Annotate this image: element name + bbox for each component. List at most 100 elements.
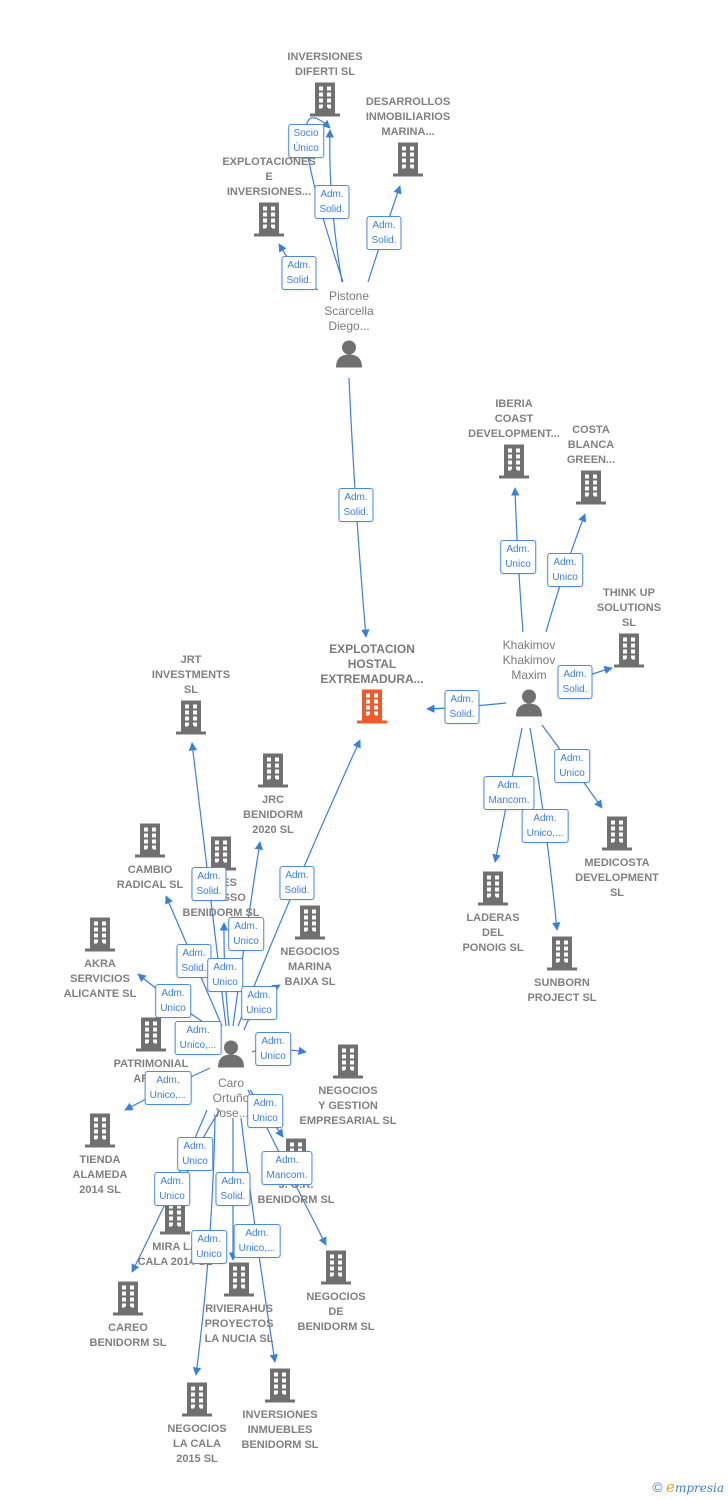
- node-label-line: CAREO: [108, 1322, 148, 1334]
- edge-role-label[interactable]: Adm.Mancom.: [261, 1151, 313, 1185]
- edge-role-label[interactable]: Adm.Solid.: [444, 690, 480, 724]
- edge-role-label[interactable]: Adm.Solid.: [191, 867, 227, 901]
- edge-role-label[interactable]: Adm.Unico: [228, 917, 264, 951]
- edge-role-label[interactable]: Adm.Unico,...: [144, 1071, 192, 1105]
- company-building-icon[interactable]: [602, 816, 632, 856]
- company-building-icon[interactable]: [547, 936, 577, 976]
- edge-role-label[interactable]: Adm.Unico: [207, 958, 243, 992]
- edge-role-label[interactable]: Adm.Unico: [547, 553, 583, 587]
- node-label-line: Caro: [217, 1076, 244, 1090]
- company-building-icon[interactable]: [113, 1281, 143, 1321]
- company-building-icon[interactable]: [478, 871, 508, 911]
- edge-role-text: Unico,...: [149, 1090, 187, 1101]
- company-building-icon[interactable]: [254, 202, 284, 242]
- node-label-line: INMUEBLES: [247, 1424, 313, 1436]
- edge-role-text: Unico: [159, 1191, 185, 1202]
- edge-role-label[interactable]: Adm.Solid.: [281, 256, 317, 290]
- company-building-icon[interactable]: [224, 1262, 254, 1302]
- edge-role-label[interactable]: Adm.Solid.: [557, 665, 593, 699]
- person-icon[interactable]: [334, 340, 364, 373]
- company-building-icon[interactable]: [499, 444, 529, 484]
- person-icon[interactable]: [514, 689, 544, 722]
- edge-role-label[interactable]: Adm.Unico: [241, 986, 277, 1020]
- edge-role-text: Solid.: [220, 1191, 246, 1202]
- edge-role-text: Adm.: [497, 780, 521, 791]
- edge-role-label[interactable]: Adm.Solid.: [366, 216, 402, 250]
- empresia-logo[interactable]: © empresia: [652, 1478, 724, 1496]
- company-building-icon[interactable]: [160, 1200, 190, 1240]
- focus-company-building-icon[interactable]: [357, 689, 387, 729]
- company-building-icon[interactable]: [85, 1113, 115, 1153]
- edge-role-label[interactable]: Adm.Mancom.: [483, 776, 535, 810]
- edge-role-label[interactable]: Adm.Unico: [155, 984, 191, 1018]
- edge-role-label[interactable]: Adm.Unico: [191, 1230, 227, 1264]
- person-icon[interactable]: [216, 1040, 246, 1073]
- edge-role-label[interactable]: Adm.Unico,...: [233, 1224, 281, 1258]
- edge-role-label[interactable]: Adm.Unico: [177, 1137, 213, 1171]
- company-building-icon[interactable]: [576, 470, 606, 510]
- edge-role-label[interactable]: Adm.Unico: [247, 1094, 283, 1128]
- node-label-line: BLANCA: [567, 439, 615, 451]
- edge-role-text: Solid.: [562, 684, 588, 695]
- edge-role-text: Solid.: [371, 235, 397, 246]
- company-building-icon[interactable]: [85, 917, 115, 957]
- edge-role-label[interactable]: Adm.Unico: [154, 1172, 190, 1206]
- edge-role-text: Solid.: [343, 507, 369, 518]
- node-label-line: ALAMEDA: [72, 1169, 128, 1181]
- company-building-icon[interactable]: [614, 633, 644, 673]
- edge-role-label[interactable]: Adm.Unico: [500, 540, 536, 574]
- node-label-line: INVERSIONES: [287, 51, 363, 63]
- company-building-icon[interactable]: [258, 753, 288, 793]
- edge-role-label[interactable]: Adm.Solid.: [279, 866, 315, 900]
- edge-role-text: Adm.: [161, 988, 185, 999]
- edge-role-label[interactable]: Adm.Solid.: [314, 185, 350, 219]
- edge-role-label[interactable]: Adm.Unico: [554, 749, 590, 783]
- company-building-icon[interactable]: [265, 1368, 295, 1408]
- company-building-icon[interactable]: [321, 1250, 351, 1290]
- company-building-icon[interactable]: [136, 1017, 166, 1057]
- company-building-icon[interactable]: [393, 142, 423, 182]
- company-building-icon[interactable]: [182, 1382, 212, 1422]
- edge-role-text: Unico: [559, 768, 585, 779]
- node-label-line: Scarcella: [324, 304, 374, 318]
- node-label-line: EMPRESARIAL SL: [299, 1115, 397, 1127]
- edge-role-label[interactable]: Adm.Solid.: [338, 488, 374, 522]
- company-building-icon[interactable]: [310, 82, 340, 122]
- edge-role-text: Mancom.: [266, 1170, 308, 1181]
- company-building-icon[interactable]: [176, 700, 206, 740]
- node-label-line: 2015 SL: [176, 1453, 218, 1465]
- company-building-icon[interactable]: [333, 1044, 363, 1084]
- edge-role-label[interactable]: Adm.Unico,...: [521, 809, 569, 843]
- edge-role-label[interactable]: Adm.Unico: [255, 1032, 291, 1066]
- edge-role-label[interactable]: Adm.Unico,...: [174, 1021, 222, 1055]
- company-building-icon[interactable]: [295, 905, 325, 945]
- company-building-icon[interactable]: [135, 823, 165, 863]
- edge-role-label[interactable]: Adm.Solid.: [215, 1172, 251, 1206]
